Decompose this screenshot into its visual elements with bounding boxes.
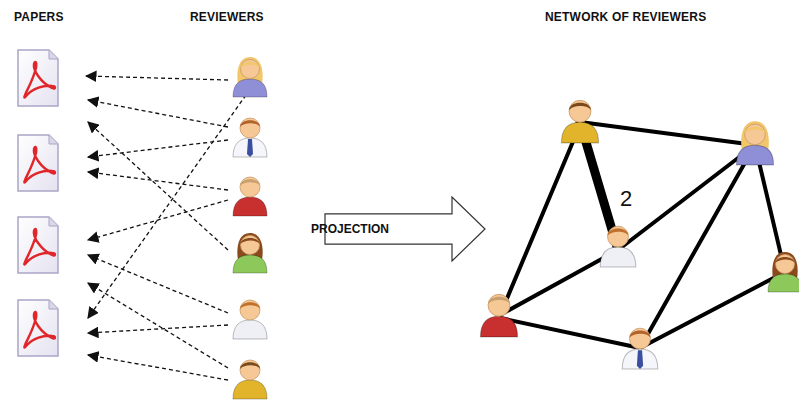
column-heading: REVIEWERS [190,10,264,24]
edge-weight: 2 [618,186,634,212]
column-heading: PAPERS [14,10,64,24]
arrow-label: PROJECTION [311,222,389,236]
column-heading: NETWORK OF REVIEWERS [545,10,706,24]
projection-arrow: PROJECTION [324,196,486,262]
